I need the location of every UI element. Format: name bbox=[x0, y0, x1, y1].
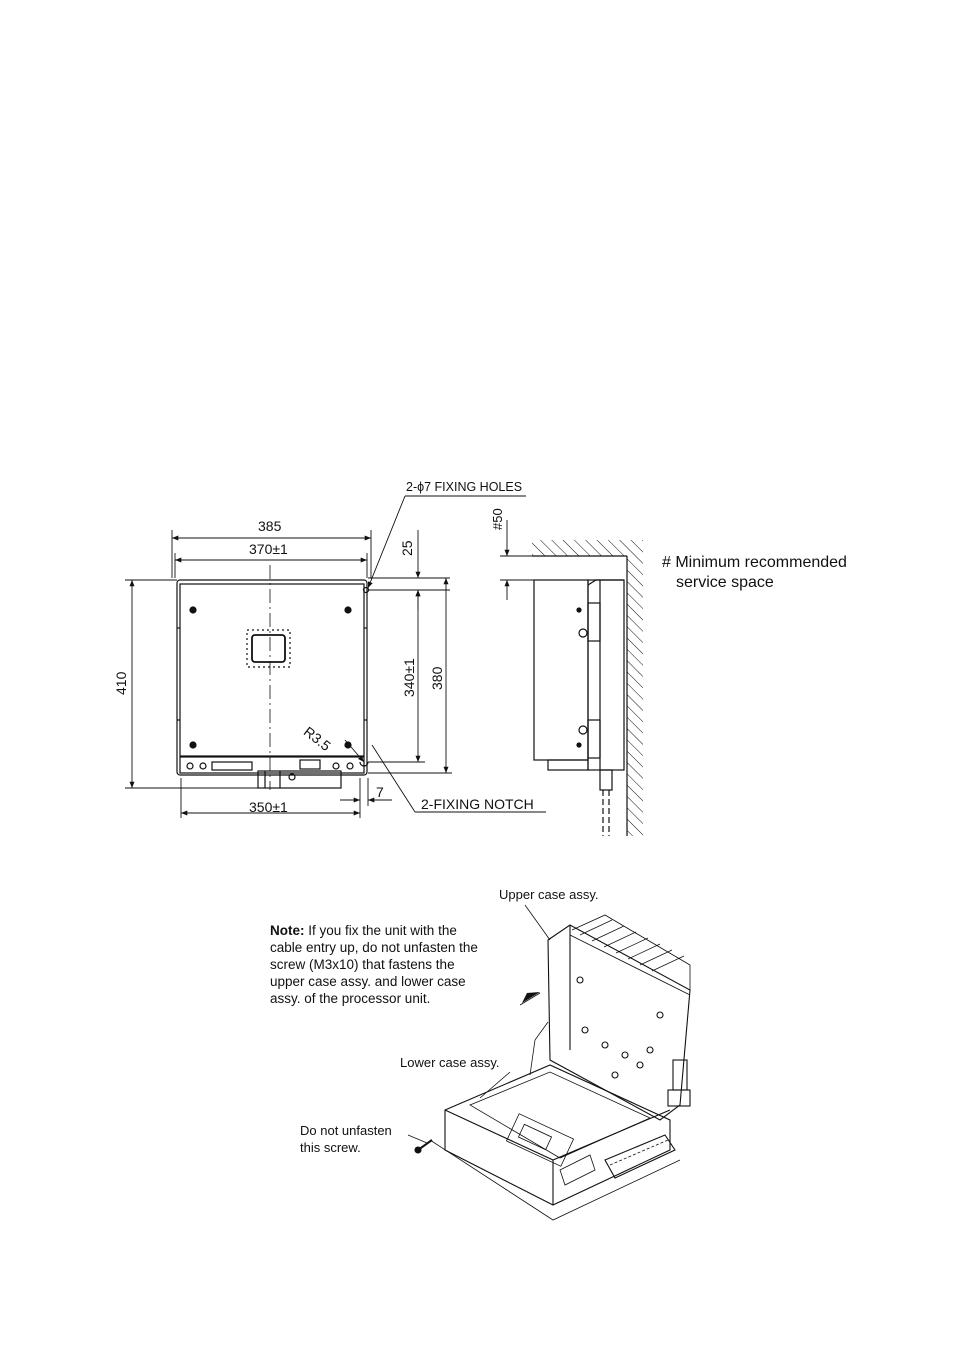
service-dimension bbox=[500, 520, 534, 600]
dim-25: 25 bbox=[399, 540, 415, 556]
upper-case-label: Upper case assy. bbox=[499, 887, 599, 902]
dim-370: 370±1 bbox=[249, 541, 288, 557]
direction-arrow-icon bbox=[522, 992, 540, 1003]
assembly-leaders bbox=[407, 904, 551, 1144]
fixing-holes-label: 2-ϕ7 FIXING HOLES bbox=[406, 480, 523, 494]
fixing-notch-label: 2-FIXING NOTCH bbox=[421, 796, 534, 812]
dim-350: 350±1 bbox=[249, 799, 288, 815]
wall-hatch bbox=[627, 556, 643, 836]
dim-385: 385 bbox=[258, 518, 282, 534]
bottom-strip bbox=[179, 756, 365, 774]
front-view bbox=[176, 565, 370, 790]
upper-case bbox=[547, 924, 691, 1121]
dim-7: 7 bbox=[376, 784, 384, 800]
front-panel bbox=[176, 579, 368, 776]
lower-case-label: Lower case assy. bbox=[400, 1055, 500, 1070]
assembly-note: Note: If you fix the unit with the cable… bbox=[270, 922, 485, 1007]
screw-icon bbox=[414, 1139, 433, 1154]
dim-service-50: #50 bbox=[490, 508, 505, 530]
assembly-drawing bbox=[414, 914, 691, 1221]
cable-box bbox=[257, 770, 342, 789]
note-text: If you fix the unit with the cable entry… bbox=[270, 923, 478, 1006]
lower-case bbox=[444, 1064, 671, 1206]
service-note-line2: service space bbox=[676, 574, 774, 591]
center-window bbox=[251, 634, 286, 663]
ceiling-hatch bbox=[532, 540, 643, 556]
service-note-line1: # Minimum recommended bbox=[662, 554, 847, 571]
screw-label-line1: Do not unfasten bbox=[300, 1123, 392, 1138]
note-label: Note: bbox=[270, 923, 305, 938]
side-view bbox=[532, 540, 643, 836]
service-space-note: # Minimum recommended service space bbox=[662, 553, 847, 593]
screw-label-line2: this screw. bbox=[300, 1140, 361, 1155]
dim-410: 410 bbox=[113, 671, 129, 695]
dim-340: 340±1 bbox=[401, 658, 417, 697]
dimension-lines bbox=[125, 495, 546, 818]
dim-380: 380 bbox=[429, 666, 445, 690]
